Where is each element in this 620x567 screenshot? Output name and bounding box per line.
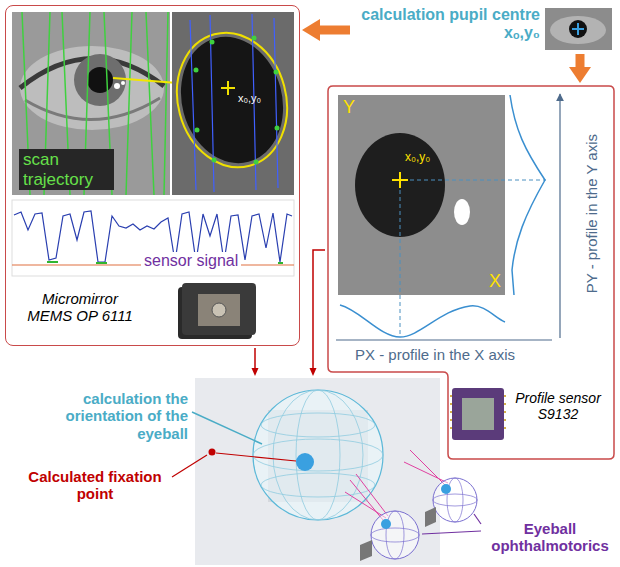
panel-box: scan trajectory x₀,y₀ sensor signalMicromi… <box>5 5 300 346</box>
profile-image <box>410 180 546 181</box>
pupil-fit-image <box>221 81 235 95</box>
profile-image <box>336 94 560 340</box>
profile-sensor-chip <box>452 388 504 440</box>
eyeball-model <box>172 455 207 477</box>
eyeball-model <box>261 413 375 437</box>
profile-image <box>400 190 401 336</box>
connector-line <box>254 348 256 368</box>
pupil-thumbnail <box>550 16 606 44</box>
callout-label: Eyeball ophthalmotorics <box>484 520 616 555</box>
micromirror-chip <box>178 283 256 339</box>
pupil-fit-image <box>195 128 200 133</box>
eyeball-model <box>422 531 481 534</box>
eyeball-model <box>371 511 419 559</box>
flow-arrow <box>252 348 259 376</box>
part-name: Profile sensor S9132 <box>509 390 607 422</box>
profile-sensor-chip <box>462 398 494 430</box>
arrow-head <box>252 368 259 376</box>
profile-image <box>510 95 545 295</box>
axis-letter: X <box>489 271 501 292</box>
eyeball-model <box>216 453 296 461</box>
micromirror-chip <box>198 294 240 326</box>
coordinate-label: x₀,y₀ <box>238 92 261 105</box>
image-label: scan trajectory <box>19 149 114 190</box>
eye-photo <box>121 81 125 85</box>
part-name: Micromirror MEMS OP 6111 <box>19 290 141 325</box>
eyeball-model <box>441 484 451 494</box>
eyeball-model <box>192 412 262 444</box>
profile-image <box>336 339 552 340</box>
callout-label: Calculated fixation point <box>20 468 170 503</box>
pupil-fit-image <box>252 36 257 41</box>
profile-image <box>340 305 505 337</box>
model-view: calculation the orientation of the eyeba… <box>195 378 440 565</box>
pupil-thumbnail <box>545 8 612 50</box>
pupil-fit-image <box>254 160 259 165</box>
eyeball-model <box>386 511 404 559</box>
axis-label: PY - profile in the Y axis <box>583 99 600 329</box>
eyeball-model <box>195 378 440 565</box>
eyeball-model <box>433 478 477 522</box>
profile-sensor-chip <box>450 396 506 428</box>
profile-sensor-chip <box>450 388 506 440</box>
arrow-head <box>569 67 591 83</box>
flow-arrow <box>302 19 350 41</box>
eyeball-model <box>209 449 216 456</box>
arrow-head <box>310 368 317 376</box>
eyeball-model <box>273 390 363 520</box>
pupil-fit-image <box>212 158 217 163</box>
connector-line <box>313 250 325 368</box>
eye-photo <box>20 46 164 130</box>
micromirror-chip <box>182 283 256 335</box>
pupil-thumbnail <box>569 20 587 38</box>
eyeball-model <box>296 390 340 520</box>
eyeball-model <box>253 390 383 520</box>
signal-plot <box>12 200 294 276</box>
flow-arrow <box>569 54 591 83</box>
axis-label: PX - profile in the X axis <box>355 346 515 363</box>
eye-photo <box>114 83 120 89</box>
pupil-fit-image <box>162 20 302 179</box>
pupil-fit-image <box>274 70 279 75</box>
pupil-thumbnail <box>572 23 584 35</box>
coordinate-label: x₀,y₀ <box>405 151 430 165</box>
profile-image <box>392 172 408 188</box>
eyeball-model <box>447 478 463 522</box>
profile-image <box>454 199 470 225</box>
step-box: calculation pupil centre xₒ,y₀ <box>352 4 614 52</box>
eyeball-model <box>371 528 419 542</box>
pupil-fit-image <box>194 68 199 73</box>
micromirror-chip <box>212 303 226 317</box>
eyeball-model <box>253 439 383 471</box>
eyeball-model <box>433 494 477 506</box>
signal-plot <box>12 200 294 276</box>
flow-arrow <box>310 250 326 376</box>
signal-label: sensor signal <box>141 252 241 270</box>
pupil-fit-image <box>275 126 280 131</box>
pupil-fit-image <box>162 12 302 195</box>
axis-letter: Y <box>343 97 355 118</box>
arrow-head <box>302 19 320 41</box>
eyeball-model <box>425 507 436 527</box>
pupil-fit-image <box>190 14 278 192</box>
eyeball-model <box>296 453 314 471</box>
eye-photo <box>87 67 113 93</box>
eyeball-model <box>172 378 481 565</box>
eye-photo <box>74 54 126 106</box>
pupil-thumbnail <box>545 8 612 50</box>
panel-box: Yx₀,y₀ X PY - profile in the Y axis PX - pr… <box>327 85 615 460</box>
eyeball-model <box>474 514 481 524</box>
eye-photo <box>12 12 170 195</box>
profile-image <box>338 95 505 295</box>
eyeball-model <box>381 519 391 529</box>
step-title: calculation pupil centre xₒ,y₀ <box>352 6 540 43</box>
connector-line <box>320 26 350 35</box>
step-title: calculation the orientation of the eyeba… <box>12 390 188 442</box>
eyeball-model <box>360 540 372 561</box>
panel-outline <box>328 86 614 459</box>
profile-image <box>559 94 560 338</box>
connector-line <box>576 54 585 67</box>
pupil-fit-image <box>210 40 215 45</box>
